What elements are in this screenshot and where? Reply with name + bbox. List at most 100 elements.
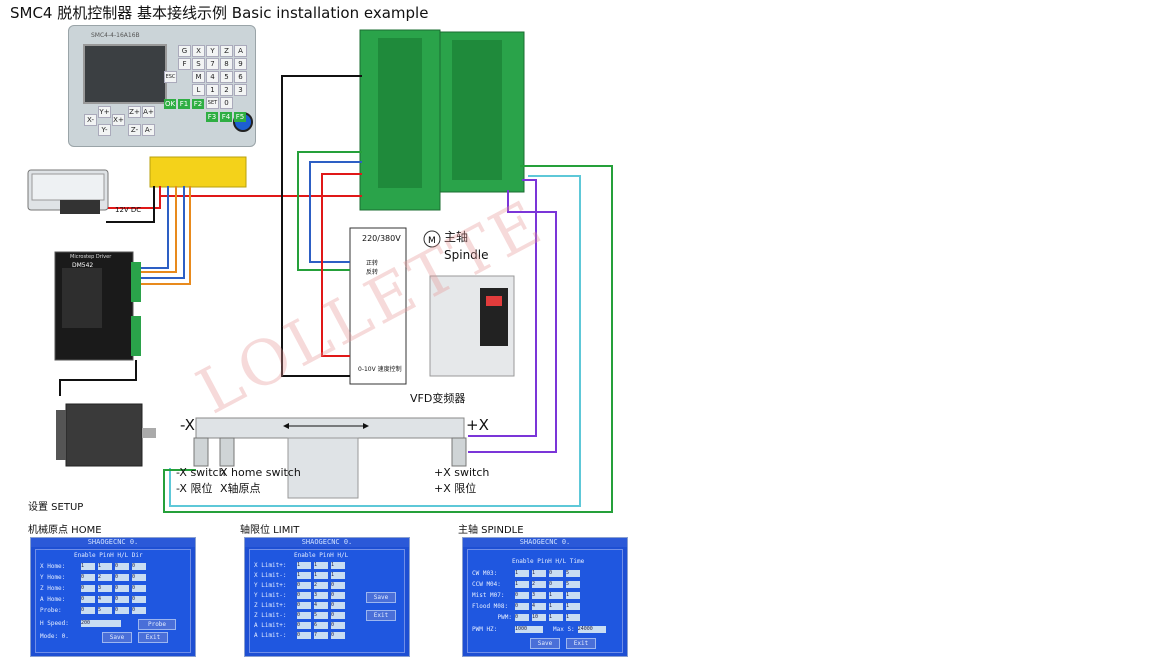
key-f5[interactable]: F5: [234, 112, 246, 122]
left-switch-cn: -X 限位: [176, 482, 213, 495]
home-caption: 机械原点 HOME: [28, 525, 102, 536]
key-y-plus[interactable]: Y+: [98, 106, 111, 118]
key-1[interactable]: 1: [206, 84, 219, 96]
key-x-plus[interactable]: X+: [112, 114, 125, 126]
max-s-field[interactable]: 24000: [577, 626, 606, 633]
linear-rail: [193, 417, 467, 499]
spindle-exit-button[interactable]: Exit: [566, 638, 596, 649]
home-save-button[interactable]: Save: [102, 632, 132, 643]
vfd-unit: [429, 275, 515, 377]
key-0[interactable]: 0: [220, 97, 233, 109]
vfd-analog: 0-10V 速度控制: [358, 366, 402, 373]
limit-save-button[interactable]: Save: [366, 592, 396, 603]
limit-caption: 轴限位 LIMIT: [240, 525, 300, 536]
io-terminal-block: [149, 156, 247, 188]
key-a-minus[interactable]: A-: [142, 124, 155, 136]
key-g[interactable]: G: [178, 45, 191, 57]
vfd-fwd: 正转: [366, 260, 379, 267]
limit-exit-button[interactable]: Exit: [366, 610, 396, 621]
key-5[interactable]: 5: [220, 71, 233, 83]
vfd-rev: 反转: [366, 269, 379, 276]
diagram-title: SMC4 脱机控制器 基本接线示例 Basic installation exa…: [10, 4, 429, 22]
key-x-minus[interactable]: X-: [84, 114, 97, 126]
key-m[interactable]: M: [192, 71, 205, 83]
breakout-board-left: [359, 29, 441, 211]
key-2[interactable]: 2: [220, 84, 233, 96]
key-4[interactable]: 4: [206, 71, 219, 83]
key-y[interactable]: Y: [206, 45, 219, 57]
controller-model: SMC4-4-16A16B: [91, 32, 140, 39]
key-set[interactable]: SET: [206, 97, 219, 109]
key-l[interactable]: L: [192, 84, 205, 96]
spindle-en: Spindle: [444, 248, 489, 262]
right-switch-en: +X switch: [434, 466, 490, 479]
spindle-cn: 主轴: [444, 230, 469, 244]
home-switch-cn: X轴原点: [220, 482, 261, 495]
wires: [59, 75, 613, 513]
home-exit-button[interactable]: Exit: [138, 632, 168, 643]
spindle-screen: SHAOGECNC 0. Enable PinH H/L Time CW M03…: [462, 537, 628, 657]
probe-button[interactable]: Probe: [138, 619, 176, 630]
key-f4[interactable]: F4: [220, 112, 232, 122]
key-a-plus[interactable]: A+: [142, 106, 155, 118]
home-mode: Mode: 0.: [40, 633, 69, 640]
key-z[interactable]: Z: [220, 45, 233, 57]
spindle-screen-header: SHAOGECNC 0.: [463, 538, 627, 547]
key-esc[interactable]: ESC: [164, 71, 177, 83]
key-8[interactable]: 8: [220, 58, 233, 70]
key-z-plus[interactable]: Z+: [128, 106, 141, 118]
key-f1[interactable]: F1: [178, 99, 190, 109]
psu-label: 12V DC: [115, 206, 142, 214]
axis-plus: +X: [466, 416, 489, 434]
stepper-motor: [56, 403, 156, 467]
spindle-caption: 主轴 SPINDLE: [458, 525, 524, 536]
home-screen: SHAOGECNC 0. Enable PinH H/L Dir X Home:…: [30, 537, 196, 657]
key-7[interactable]: 7: [206, 58, 219, 70]
svg-text:M: M: [428, 236, 436, 246]
key-x[interactable]: X: [192, 45, 205, 57]
home-speed-field[interactable]: 200: [81, 620, 121, 627]
key-y-minus[interactable]: Y-: [98, 124, 111, 136]
home-screen-header: SHAOGECNC 0.: [31, 538, 195, 547]
key-6[interactable]: 6: [234, 71, 247, 83]
left-switch-en: -X switch: [176, 466, 226, 479]
key-z-minus[interactable]: Z-: [128, 124, 141, 136]
key-f[interactable]: F: [178, 58, 191, 70]
key-s[interactable]: S: [192, 58, 205, 70]
vfd-label: VFD变频器: [410, 392, 466, 405]
driver-brand: Microstep Driver: [70, 254, 112, 260]
key-9[interactable]: 9: [234, 58, 247, 70]
power-supply: [27, 169, 109, 214]
stepper-driver: [54, 251, 141, 361]
home-speed-row: H Speed:200: [40, 620, 121, 627]
key-f3[interactable]: F3: [206, 112, 218, 122]
vfd-voltage: 220/380V: [362, 234, 401, 243]
key-3[interactable]: 3: [234, 84, 247, 96]
spindle-save-button[interactable]: Save: [530, 638, 560, 649]
key-ok[interactable]: OK: [164, 99, 176, 109]
breakout-board-right: [439, 31, 525, 193]
right-switch-cn: +X 限位: [434, 482, 477, 495]
setup-title: 设置 SETUP: [28, 502, 84, 513]
limit-cols: Enable PinH H/L: [294, 552, 349, 559]
key-f2[interactable]: F2: [192, 99, 204, 109]
pwm-hz-field[interactable]: 1000: [515, 626, 543, 633]
home-cols: Enable PinH H/L Dir: [74, 552, 143, 559]
key-a[interactable]: A: [234, 45, 247, 57]
